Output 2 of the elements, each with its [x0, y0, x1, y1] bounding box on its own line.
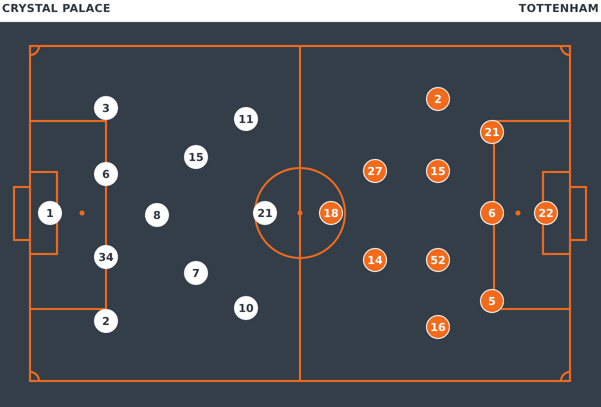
- team-name: CRYSTAL PALACE: [2, 2, 111, 15]
- team-name: TOTTENHAM: [518, 2, 599, 15]
